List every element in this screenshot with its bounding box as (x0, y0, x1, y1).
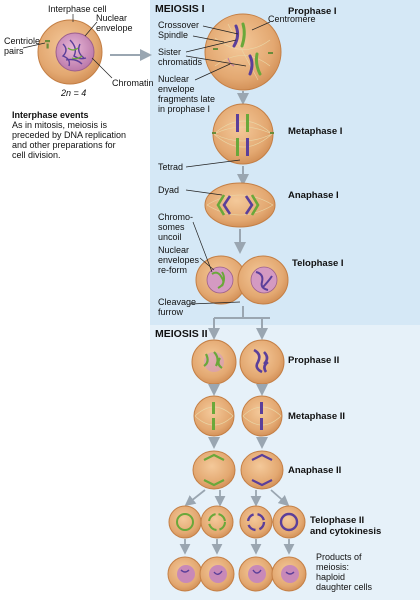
stage-prophase1: Prophase I (288, 6, 337, 17)
meiosis2-header: MEIOSIS II (155, 328, 208, 340)
stage-telophase2-line-2: and cytokinesis (310, 526, 382, 537)
ploidy-label: 2n = 4 (61, 88, 87, 98)
nuclear-fragments-label-4: in prophase I (158, 104, 211, 114)
interphase-events-line-4: cell division. (12, 150, 61, 160)
chromosomes-uncoil-label-1: Chromo- (158, 212, 194, 222)
nuclear-reform-label-3: re-form (158, 265, 187, 275)
centriole-pair (45, 40, 50, 49)
tetrad-label: Tetrad (158, 162, 184, 172)
stage-metaphase1: Metaphase I (288, 126, 343, 137)
cleavage-furrow-label-2: furrow (158, 307, 184, 317)
interphase-events-line-3: and other preparations for (12, 140, 116, 150)
products-line-1: Products of (316, 552, 362, 562)
cleavage-furrow-label-1: Cleavage (158, 297, 197, 307)
products-line-4: daughter cells (316, 582, 373, 592)
centriole-pairs-label-1: Centriole (4, 36, 41, 46)
nuclear-fragments-label-3: fragments late (158, 94, 216, 104)
metaphase1-cell (212, 103, 274, 165)
prophase2-cells (191, 339, 285, 385)
stage-metaphase2: Metaphase II (288, 411, 346, 422)
anaphase2-cells (192, 450, 284, 490)
interphase-cell (37, 19, 103, 85)
nuclear-reform-label-1: Nuclear (158, 245, 190, 255)
crossover-label: Crossover (158, 20, 200, 30)
meiosis1-header: MEIOSIS I (155, 3, 205, 15)
stage-telophase1: Telophase I (292, 258, 344, 269)
stage-anaphase1: Anaphase I (288, 190, 339, 201)
metaphase2-cells (193, 395, 283, 437)
prophase1-cell (204, 13, 282, 91)
telophase1-cells (195, 255, 289, 305)
stage-prophase2: Prophase II (288, 355, 340, 366)
interphase-events-line-2: preceded by DNA replication (12, 130, 127, 140)
telophase2-cells (168, 505, 306, 539)
nuclear-envelope-label-1: Nuclear (96, 13, 128, 23)
stage-telophase2-line-1: Telophase II (310, 515, 365, 526)
nuclear-fragments-label-2: envelope (158, 84, 195, 94)
stage-anaphase2: Anaphase II (288, 465, 342, 476)
nuclear-reform-label-2: envelopes (158, 255, 200, 265)
nuclear-fragments-label-1: Nuclear (158, 74, 190, 84)
nuclear-envelope-label-2: envelope (96, 23, 133, 33)
sister-chromatids-label-1: Sister (158, 47, 182, 57)
products-line-3: haploid (316, 572, 346, 582)
chromosomes-uncoil-label-2: somes (158, 222, 185, 232)
daughter-cells (167, 556, 307, 592)
interphase-events-title: Interphase events (12, 110, 89, 120)
sister-chromatids-label-2: chromatids (158, 57, 203, 67)
centriole-pairs-label-2: pairs (4, 46, 24, 56)
dyad-label: Dyad (158, 185, 180, 195)
anaphase1-cell (204, 182, 276, 228)
chromatin-label: Chromatin (112, 78, 154, 88)
interphase-events-line-1: As in mitosis, meiosis is (12, 120, 108, 130)
products-line-2: meiosis: (316, 562, 350, 572)
chromosomes-uncoil-label-3: uncoil (158, 232, 182, 242)
spindle-label: Spindle (158, 30, 189, 40)
centromere-label: Centromere (268, 14, 316, 24)
interphase-cell-label: Interphase cell (48, 4, 107, 14)
